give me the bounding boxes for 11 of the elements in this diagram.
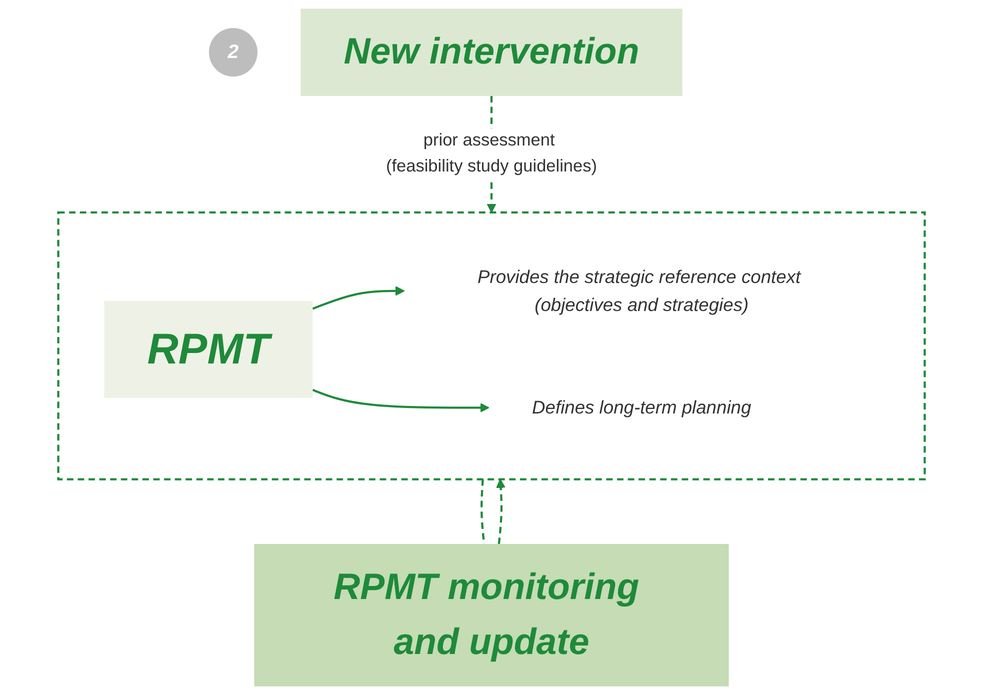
node-box: RPMT xyxy=(104,300,313,398)
node-text: Provides the strategic reference context (objectives and strategies) xyxy=(478,266,801,315)
arrow xyxy=(312,286,405,310)
arrow xyxy=(312,388,490,412)
node-box: RPMT monitoring and update xyxy=(254,544,729,686)
cluster xyxy=(57,211,926,480)
node-circle: 2 xyxy=(208,28,258,77)
edge-label: prior assessment (feasibility study guidelines) xyxy=(386,132,598,176)
arrow xyxy=(496,478,506,544)
node-text: Defines long-term planning xyxy=(532,397,752,418)
node-box: New intervention xyxy=(300,8,682,96)
